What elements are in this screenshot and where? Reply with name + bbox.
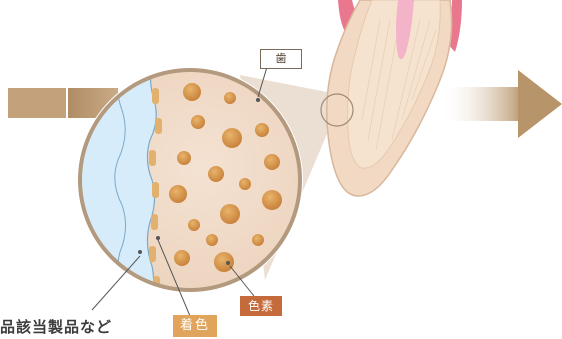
pigment-label: 色素 [240,296,282,316]
stain-label: 着色 [173,315,217,337]
arrow-right [440,70,562,138]
tooth-label: 歯 [260,49,302,69]
product-label: 品該当製品など [0,316,112,337]
